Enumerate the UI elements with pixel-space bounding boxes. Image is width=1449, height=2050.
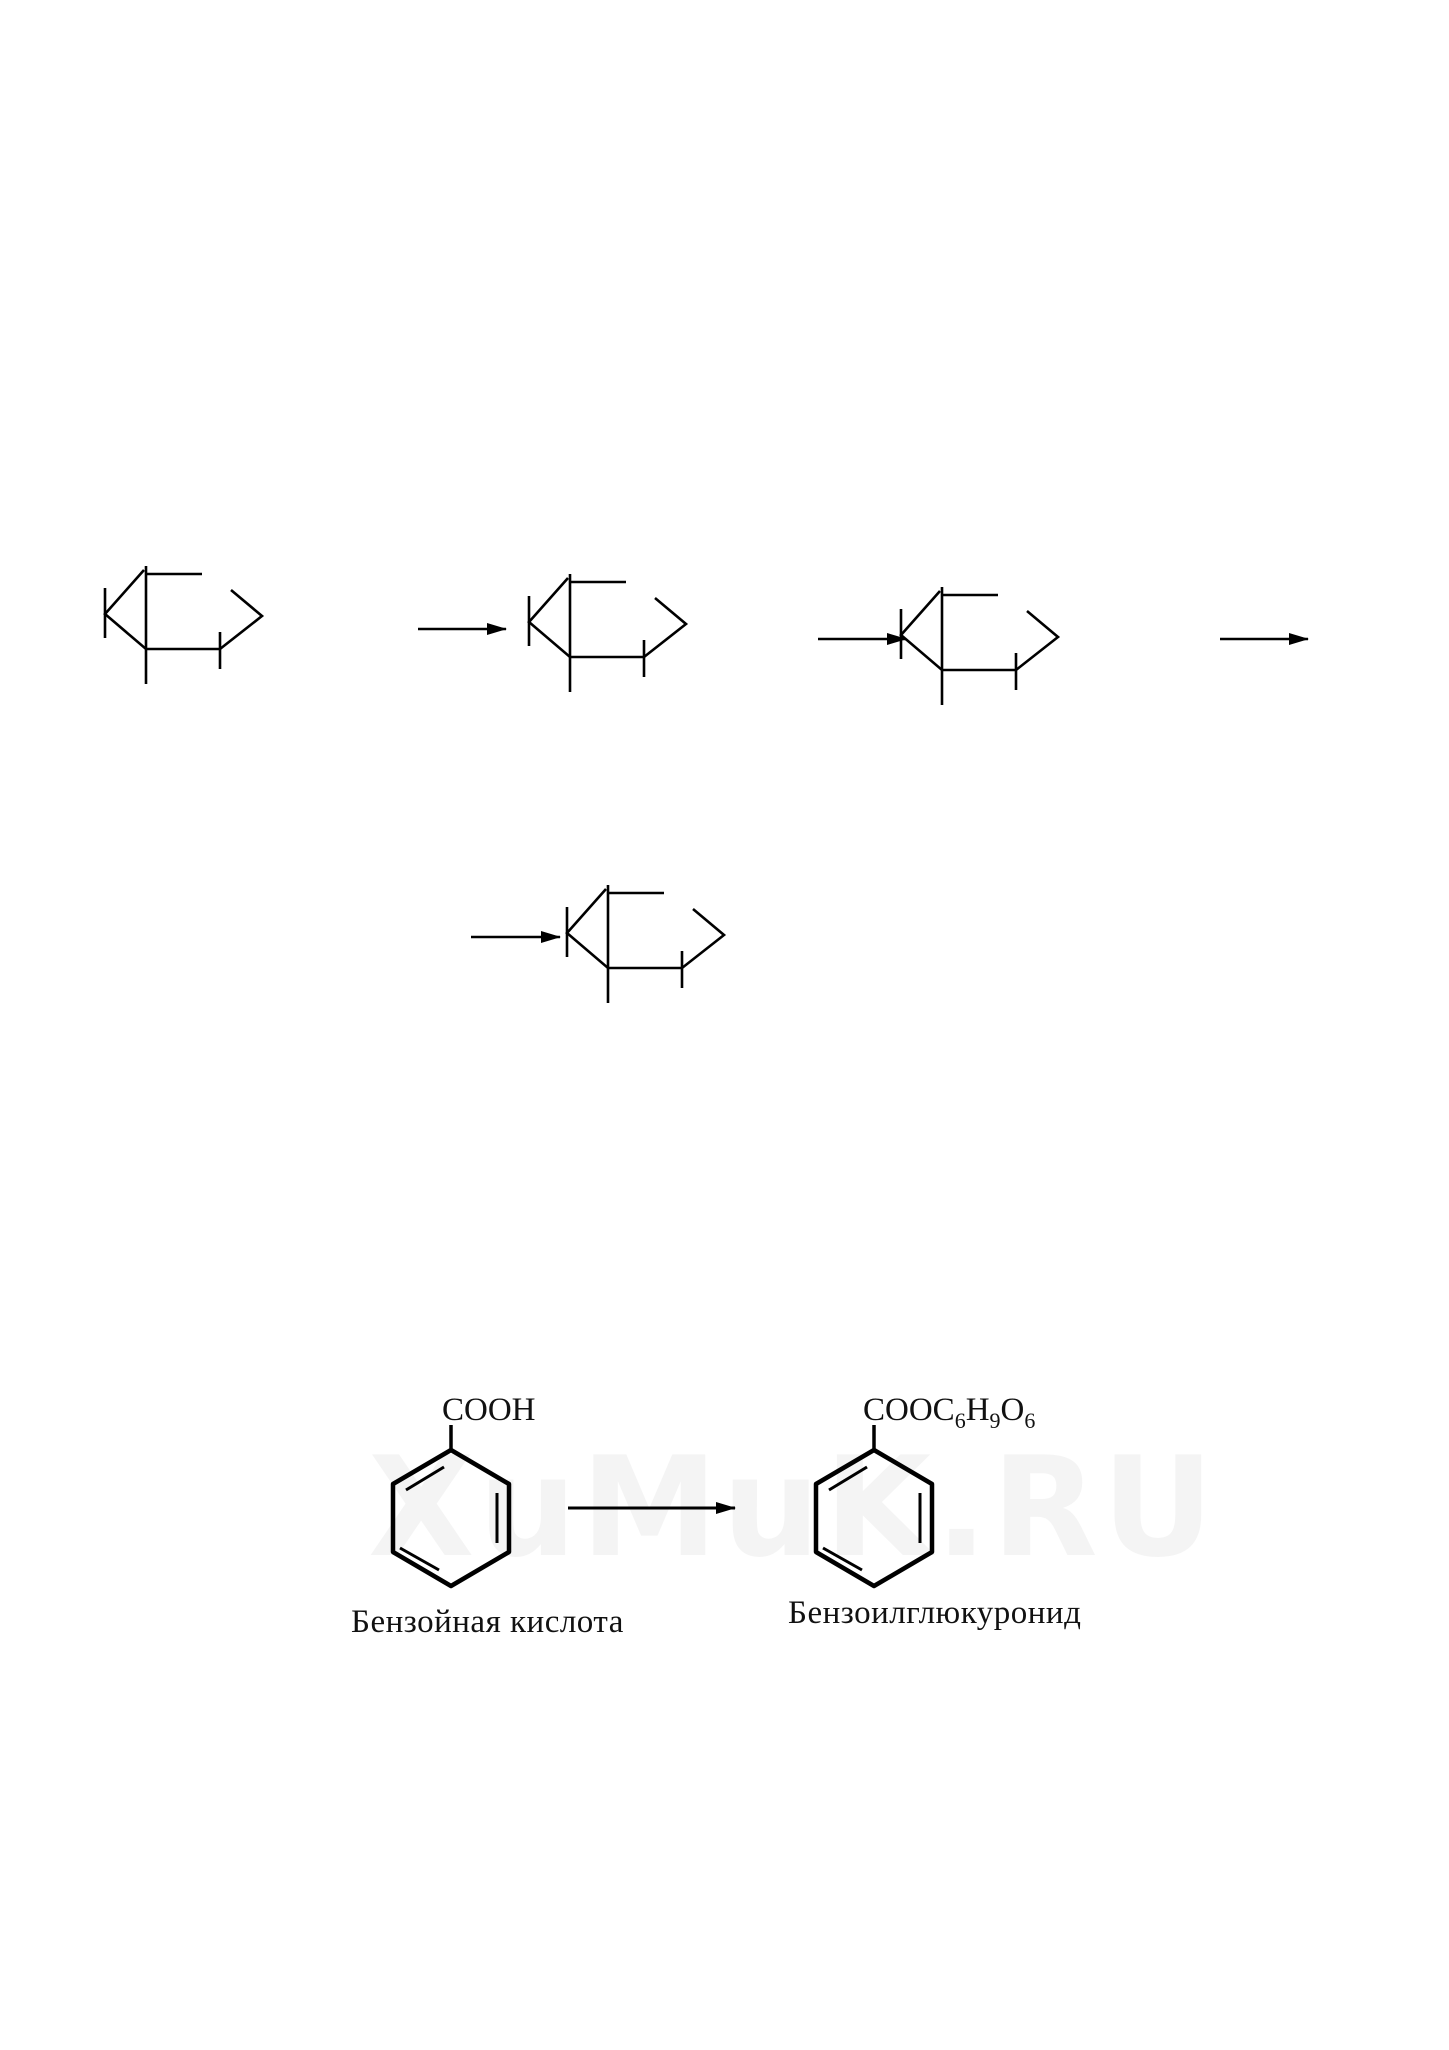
oxygen-symbol: O <box>1001 1392 1025 1428</box>
ester-group-label: COOC6H9O6 <box>863 1392 1035 1433</box>
benzene-ring-product <box>813 1425 935 1589</box>
product-name: Бензоилглюкуронид <box>788 1595 1081 1631</box>
ring-skeleton-1 <box>103 566 265 684</box>
scheme-2: COOH Бензойная кислота COOC6H9O6 Бензоил… <box>351 1392 1081 1640</box>
scheme-1 <box>103 566 1309 1003</box>
ester-prefix: COOC <box>863 1392 955 1428</box>
ring-skeleton-2 <box>527 574 689 692</box>
benzene-ring-reactant <box>390 1425 512 1589</box>
carboxyl-group-label: COOH <box>442 1392 536 1428</box>
hydrogen-symbol: H <box>966 1392 990 1428</box>
subscript-o: 6 <box>1024 1408 1035 1433</box>
subscript-h: 9 <box>990 1408 1001 1433</box>
ring-skeleton-3 <box>899 587 1061 705</box>
reactant-name: Бензойная кислота <box>351 1604 624 1640</box>
ring-skeleton-4 <box>565 885 727 1003</box>
subscript-c: 6 <box>955 1408 966 1433</box>
watermark: XuMuK.RU <box>368 1427 1218 1588</box>
